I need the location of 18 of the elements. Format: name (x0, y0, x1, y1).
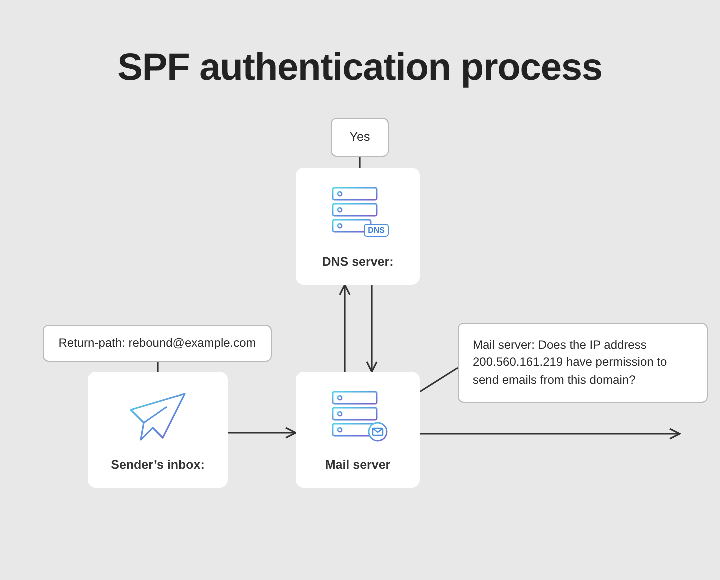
connector-line (157, 362, 159, 372)
arrow (339, 284, 351, 372)
note-box: Return-path: rebound@example.com (43, 325, 272, 362)
arrow (420, 428, 681, 440)
note-box: Mail server: Does the IP address 200.560.161.219 have permission to send emails from this domain? (458, 323, 708, 403)
dns-tag: DNS (364, 224, 389, 237)
node-label: Mail server (325, 458, 391, 472)
dns-server-card (296, 168, 420, 285)
node-label: Sender’s inbox: (111, 458, 205, 472)
sender-card (88, 372, 228, 488)
connector-line (420, 367, 458, 393)
mail-server-card (296, 372, 420, 488)
note-box: Yes (331, 118, 389, 157)
arrow (228, 427, 297, 439)
connector-line (359, 157, 361, 168)
diagram-title: SPF authentication process (118, 47, 602, 90)
node-label: DNS server: (322, 255, 394, 269)
arrow (366, 285, 378, 373)
